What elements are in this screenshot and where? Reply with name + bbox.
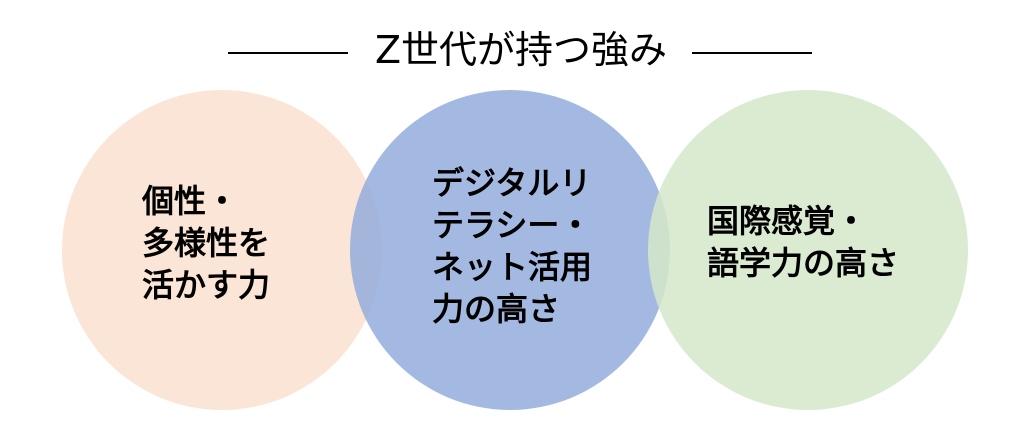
circle-label-diversity: 個性・ 多様性を 活かす力 [142,182,271,304]
diagram-title: Z世代が持つ強み [374,28,668,72]
circle-label-global-mindset: 国際感覚・ 語学力の高さ [707,202,900,282]
title-row: Z世代が持つ強み [0,22,1024,78]
title-line-right [692,52,812,54]
circle-digital-literacy [350,90,670,410]
circle-global-mindset [648,90,968,410]
circle-label-digital-literacy: デジタルリ テラシー・ ネット活用 力の高さ [432,164,593,328]
circle-diversity [62,90,382,410]
title-line-left [228,52,348,54]
